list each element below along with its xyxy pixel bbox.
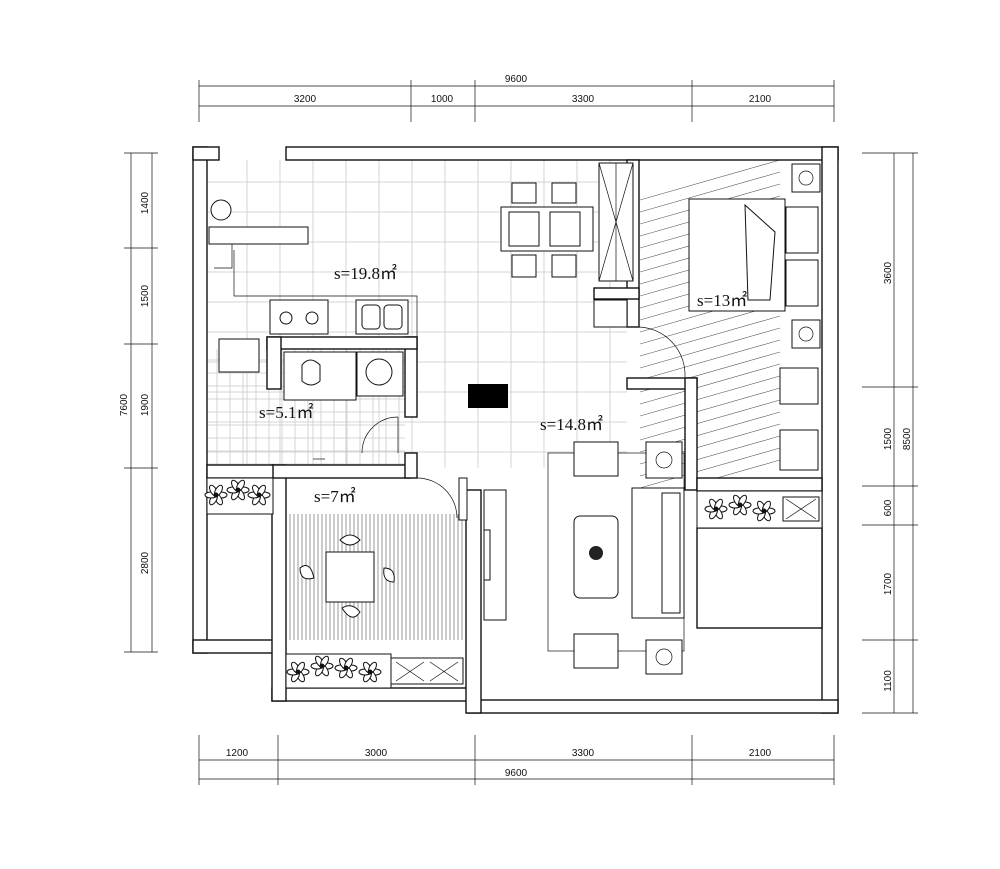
wash-basin-icon [365, 358, 393, 386]
plant-icon [713, 506, 719, 512]
dim-bottom-total: 9600 [505, 768, 528, 779]
dim-right-seg-4: 1700 [883, 572, 894, 595]
study-door-swing [416, 477, 458, 519]
walls [192, 146, 839, 714]
washing-machine-icon [218, 338, 260, 373]
plant-icon [213, 492, 219, 498]
dining-chair-icon [511, 254, 537, 278]
armchair-icon [779, 429, 819, 471]
dim-left-total: 7600 [119, 393, 130, 416]
room-area-bedroom: s=13㎡ [697, 291, 747, 310]
kitchen-hood [208, 226, 309, 245]
dim-left-seg-4: 2800 [140, 551, 151, 574]
column-icon [468, 384, 508, 408]
planters [204, 477, 823, 689]
burner-left-icon [279, 311, 293, 325]
bathroom-fixtures [218, 338, 404, 460]
plant-icon [319, 663, 325, 669]
plant-icon [295, 669, 301, 675]
chair-cushion-icon [299, 565, 315, 580]
bed-cover-fold [744, 203, 776, 301]
dim-right-seg-2: 1500 [883, 427, 894, 450]
dim-top-seg-4: 2100 [749, 94, 772, 105]
study-table-icon [325, 551, 375, 603]
armchair-icon [779, 367, 819, 405]
room-area-kitchen-dining: s=19.8㎡ [334, 264, 397, 283]
burner-right-icon [305, 311, 319, 325]
living-room-furniture [416, 384, 685, 675]
bedroom-furniture [638, 163, 821, 471]
chair-cushion-icon [341, 605, 361, 618]
dining-table-set [500, 182, 594, 278]
study-floor-wood [289, 514, 463, 640]
dim-bottom-seg-3: 3300 [572, 748, 595, 759]
bathroom-door-swing [361, 416, 399, 454]
kitchen-counter-outline [233, 250, 418, 337]
dim-left-seg-1: 1400 [140, 191, 151, 214]
water-heater-icon [210, 199, 232, 221]
plant-icon [235, 487, 241, 493]
bedroom-door-swing [638, 326, 686, 378]
dim-top-seg-2: 1000 [431, 94, 454, 105]
dim-right-seg-3: 600 [883, 499, 894, 516]
room-area-bathroom: s=5.1㎡ [259, 403, 313, 422]
dim-bottom-seg-1: 1200 [226, 748, 249, 759]
dim-bottom-seg-4: 2100 [749, 748, 772, 759]
dim-left-seg-2: 1500 [140, 284, 151, 307]
dining-chair-icon [511, 182, 537, 204]
armchair-icon [573, 441, 619, 477]
pillow-icon [785, 206, 819, 254]
dim-top-seg-1: 3200 [294, 94, 317, 105]
dining-chair-icon [551, 254, 577, 278]
dim-right-total: 8500 [902, 427, 913, 450]
plant-icon [343, 665, 349, 671]
armchair-icon [573, 633, 619, 669]
pillow-icon [785, 259, 819, 307]
room-area-living-room: s=14.8㎡ [540, 415, 603, 434]
plant-icon [761, 508, 767, 514]
kitchen-counter-edge [209, 243, 233, 269]
wardrobe [598, 162, 634, 282]
cabinet-icon [593, 299, 628, 328]
nightstand-lamp-icon [791, 163, 821, 193]
plant-icon [737, 502, 743, 508]
plant-icon [256, 492, 262, 498]
toilet-icon [301, 359, 321, 386]
storage-box-icon [390, 657, 464, 685]
kitchen-fixtures [208, 199, 418, 337]
dim-bottom-seg-2: 3000 [365, 748, 388, 759]
dining-chair-icon [551, 182, 577, 204]
flower-vase-icon [589, 546, 603, 560]
study-furniture [299, 534, 464, 685]
plant-icon [367, 669, 373, 675]
nightstand-lamp-icon [791, 319, 821, 349]
cooktop-icon [269, 299, 329, 335]
dim-left-seg-3: 1900 [140, 393, 151, 416]
side-table-lamp-icon [645, 639, 683, 675]
chair-cushion-icon [383, 567, 395, 583]
room-area-study: s=7㎡ [314, 487, 356, 506]
dim-top-total: 9600 [505, 74, 528, 85]
dimension-lines: 9600 3200 1000 3300 2100 1200 3000 3300 … [119, 74, 918, 785]
dim-top-seg-3: 3300 [572, 94, 595, 105]
side-table-lamp-icon [645, 441, 683, 479]
chair-cushion-icon [339, 534, 361, 546]
dim-right-seg-5: 1100 [883, 670, 894, 692]
dim-right-seg-1: 3600 [883, 261, 894, 284]
